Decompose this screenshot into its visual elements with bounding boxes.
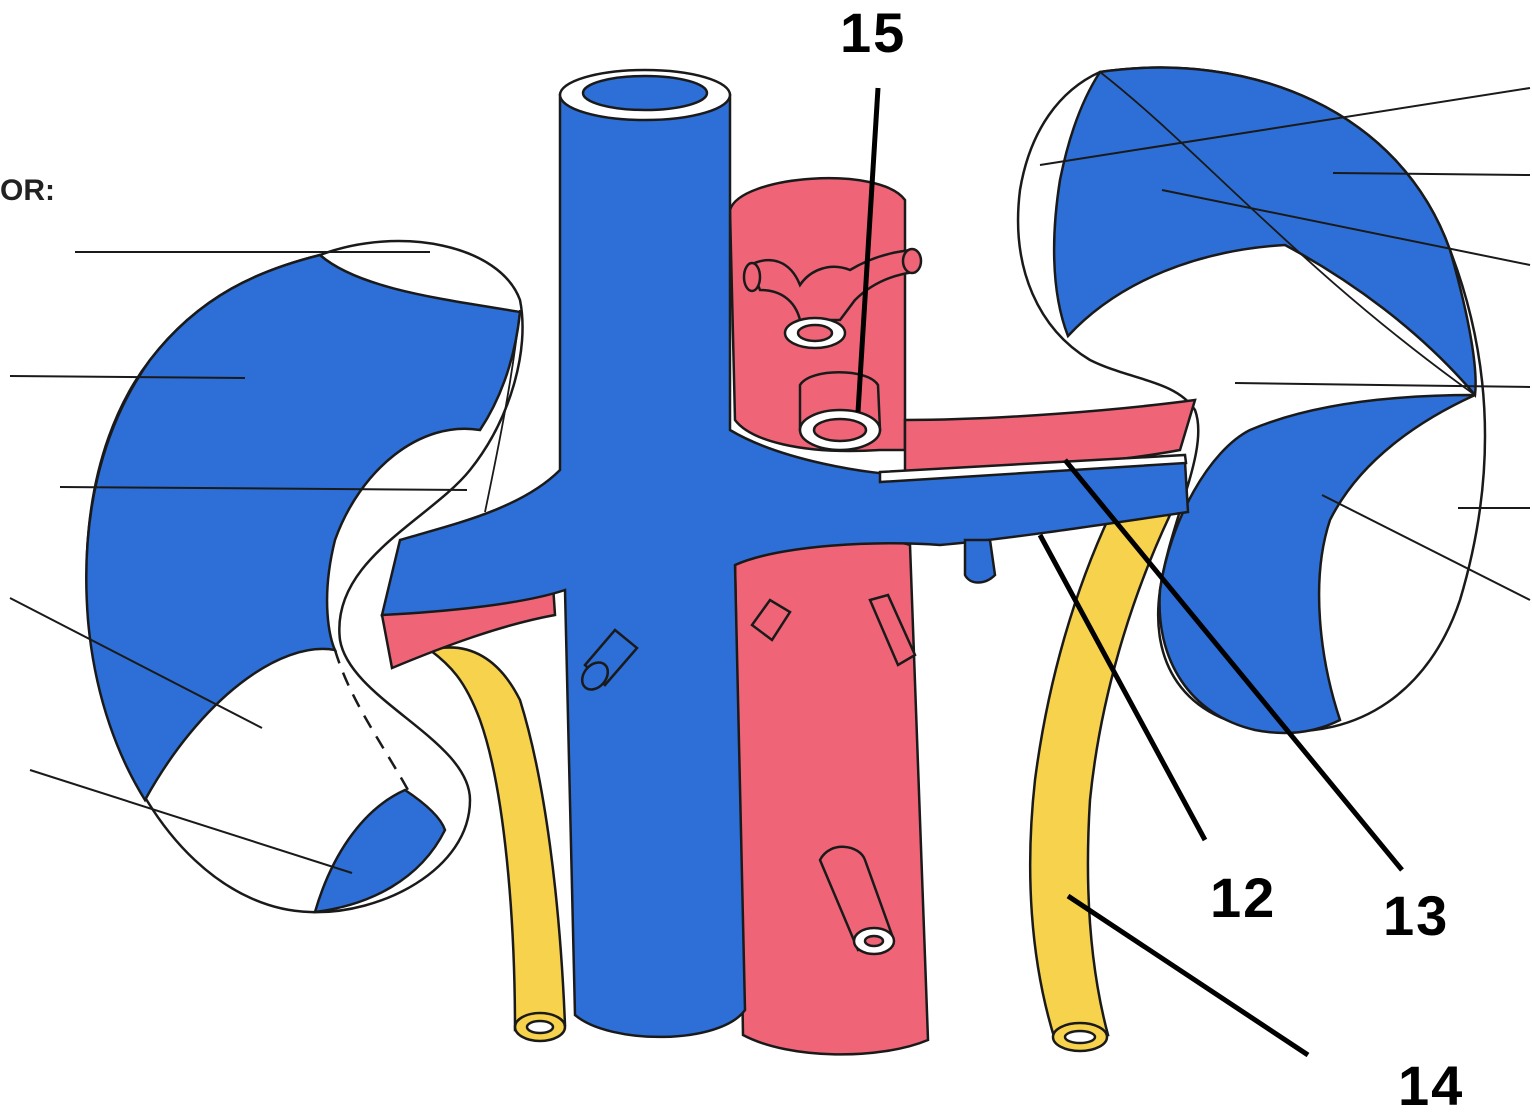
right-ureter-lumen: [1065, 1031, 1095, 1043]
label-13: 13: [1383, 884, 1449, 947]
celiac-ring-inner: [798, 325, 832, 341]
celiac-branch-end-left: [744, 263, 760, 291]
label-12: 12: [1210, 866, 1276, 929]
sma-ring-inner: [814, 419, 866, 441]
partial-heading: OR:: [0, 174, 55, 207]
left-ureter-lumen: [527, 1021, 553, 1033]
right-gonadal-stub: [965, 540, 995, 583]
label-14: 14: [1398, 1054, 1464, 1112]
celiac-branch-end-right: [903, 249, 921, 273]
right-ureter: [1030, 515, 1170, 1040]
ivc-top-lumen: [583, 76, 707, 110]
label-15: 15: [840, 1, 906, 64]
